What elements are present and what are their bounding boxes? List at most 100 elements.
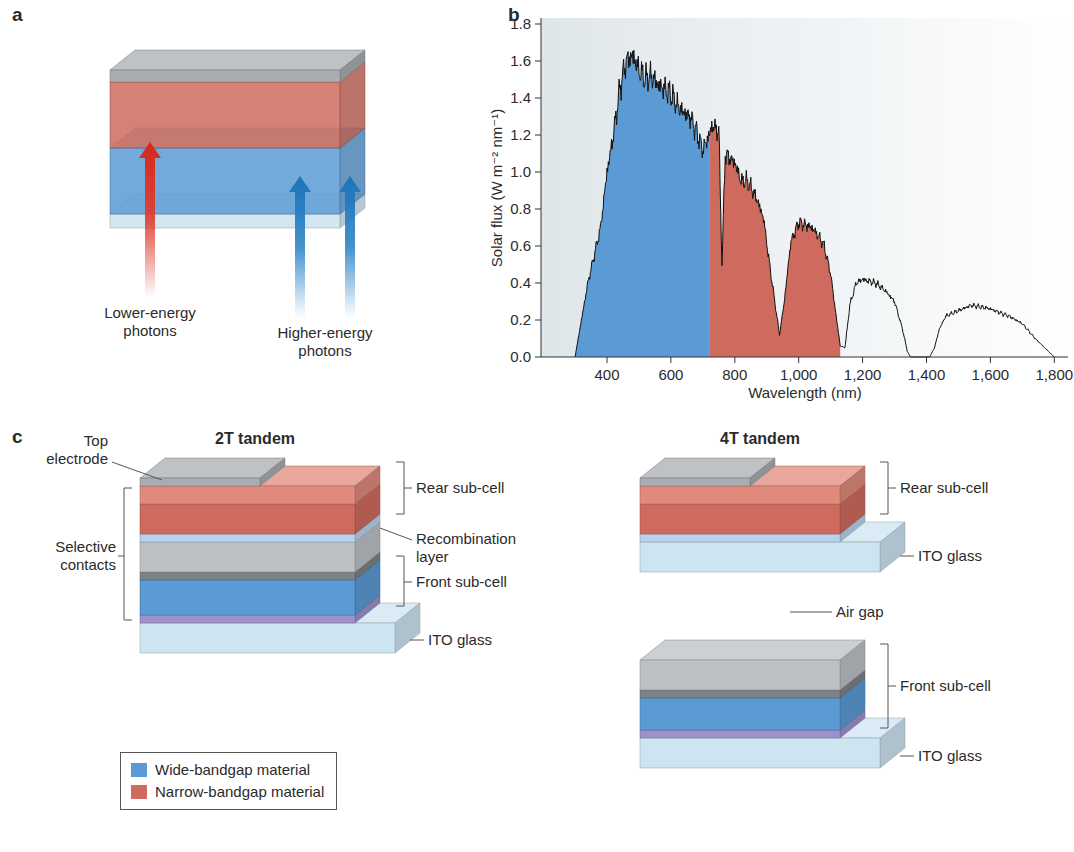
callout-label: Rear sub-cell <box>416 479 504 497</box>
slab-side <box>880 522 905 572</box>
leader-line <box>410 640 424 641</box>
slab-front <box>140 478 260 486</box>
slab-front <box>640 738 880 768</box>
slab-front <box>640 660 840 690</box>
legend-row: Narrow-bandgap material <box>131 781 324 803</box>
leader-line <box>380 528 412 540</box>
tick-label: 0.2 <box>510 311 531 329</box>
callout-label: Rear sub-cell <box>900 479 988 497</box>
tick <box>798 357 799 363</box>
legend-swatch <box>131 763 147 777</box>
slab-side <box>340 50 365 82</box>
legend-row: Wide-bandgap material <box>131 759 324 781</box>
tick <box>535 135 541 136</box>
tick-label: 1.6 <box>510 52 531 70</box>
slab-side <box>395 603 420 653</box>
tick-label: 1.0 <box>510 163 531 181</box>
leader-line <box>900 756 914 757</box>
callout-label: Top electrode <box>36 432 108 468</box>
slab-side <box>355 466 380 504</box>
leader-line <box>790 612 832 613</box>
slab-front <box>140 542 355 572</box>
callout-label: Selective contacts <box>36 538 116 574</box>
bracket <box>118 488 132 620</box>
stack-heading: 4T tandem <box>720 430 800 448</box>
panel-label: a <box>12 6 23 24</box>
slab-front <box>140 580 355 615</box>
bracket <box>880 644 896 728</box>
layer-slab <box>140 484 380 534</box>
slab-front <box>140 504 355 534</box>
slab-side <box>840 466 865 504</box>
photon-arrows <box>139 142 361 318</box>
legend-swatch <box>131 785 147 799</box>
tick-label: 1.2 <box>510 126 531 144</box>
slab-front <box>110 214 340 228</box>
slab-top <box>140 484 380 504</box>
tick-label: 0.0 <box>510 348 531 366</box>
tick-label: 1,200 <box>844 366 882 384</box>
stack-heading: 2T tandem <box>215 430 295 448</box>
photon-arrow <box>339 176 361 318</box>
leader-line <box>112 462 162 480</box>
callout-label: Air gap <box>836 603 884 621</box>
panel-label: c <box>12 428 23 446</box>
bracket <box>880 462 896 514</box>
tick <box>670 357 671 363</box>
tick-label: 1.4 <box>510 89 531 107</box>
slab-top <box>110 50 365 70</box>
tick-label: 0.4 <box>510 274 531 292</box>
tick <box>926 357 927 363</box>
tick-label: 1,000 <box>780 366 818 384</box>
callout-label: Front sub-cell <box>900 677 991 695</box>
callout-label: ITO glass <box>428 631 492 649</box>
photon-arrow <box>289 176 311 318</box>
slab-front <box>110 82 340 148</box>
slab-front <box>640 486 840 504</box>
bracket <box>396 556 412 606</box>
axis-title: Wavelength (nm) <box>748 384 862 402</box>
plot-background <box>541 18 1074 357</box>
slab-front <box>140 572 355 580</box>
slab-side <box>260 458 285 486</box>
callout-label: Recombination layer <box>416 530 526 566</box>
layer-slab <box>140 458 285 486</box>
tick-label: 0.8 <box>510 200 531 218</box>
slab-front <box>640 504 840 534</box>
tick <box>535 320 541 321</box>
callout-label: Front sub-cell <box>416 573 507 591</box>
slab-front <box>140 486 355 504</box>
tick <box>862 357 863 363</box>
slab-front <box>640 478 750 486</box>
tick <box>535 98 541 99</box>
tick-label: 800 <box>722 366 747 384</box>
slab-front <box>140 615 355 623</box>
tick-label: 1.8 <box>510 15 531 33</box>
callout-label: ITO glass <box>918 547 982 565</box>
photon-arrow <box>139 142 161 298</box>
slab-top <box>640 640 865 660</box>
tick <box>607 357 608 363</box>
tick-label: 1,800 <box>1036 366 1074 384</box>
slab-front <box>640 542 880 572</box>
layer-slab <box>110 62 365 148</box>
slab-top <box>640 484 865 504</box>
bracket <box>396 462 412 514</box>
tick <box>535 357 541 358</box>
tick-label: 1,400 <box>908 366 946 384</box>
legend-text: Narrow-bandgap material <box>155 781 324 803</box>
tick-label: 1,600 <box>972 366 1010 384</box>
layer-slab <box>640 640 865 690</box>
tick <box>1054 357 1055 363</box>
spectrum-line <box>575 50 1054 357</box>
solar-spectrum <box>575 50 1054 357</box>
tick-label: 600 <box>658 366 683 384</box>
legend: Wide-bandgap materialNarrow-bandgap mate… <box>120 752 337 810</box>
wide-bandgap-band <box>575 50 709 357</box>
leader-line <box>900 556 914 557</box>
legend-text: Wide-bandgap material <box>155 759 310 781</box>
tick <box>990 357 991 363</box>
tick <box>535 283 541 284</box>
slab-top <box>140 458 285 478</box>
slab-front <box>640 534 840 542</box>
